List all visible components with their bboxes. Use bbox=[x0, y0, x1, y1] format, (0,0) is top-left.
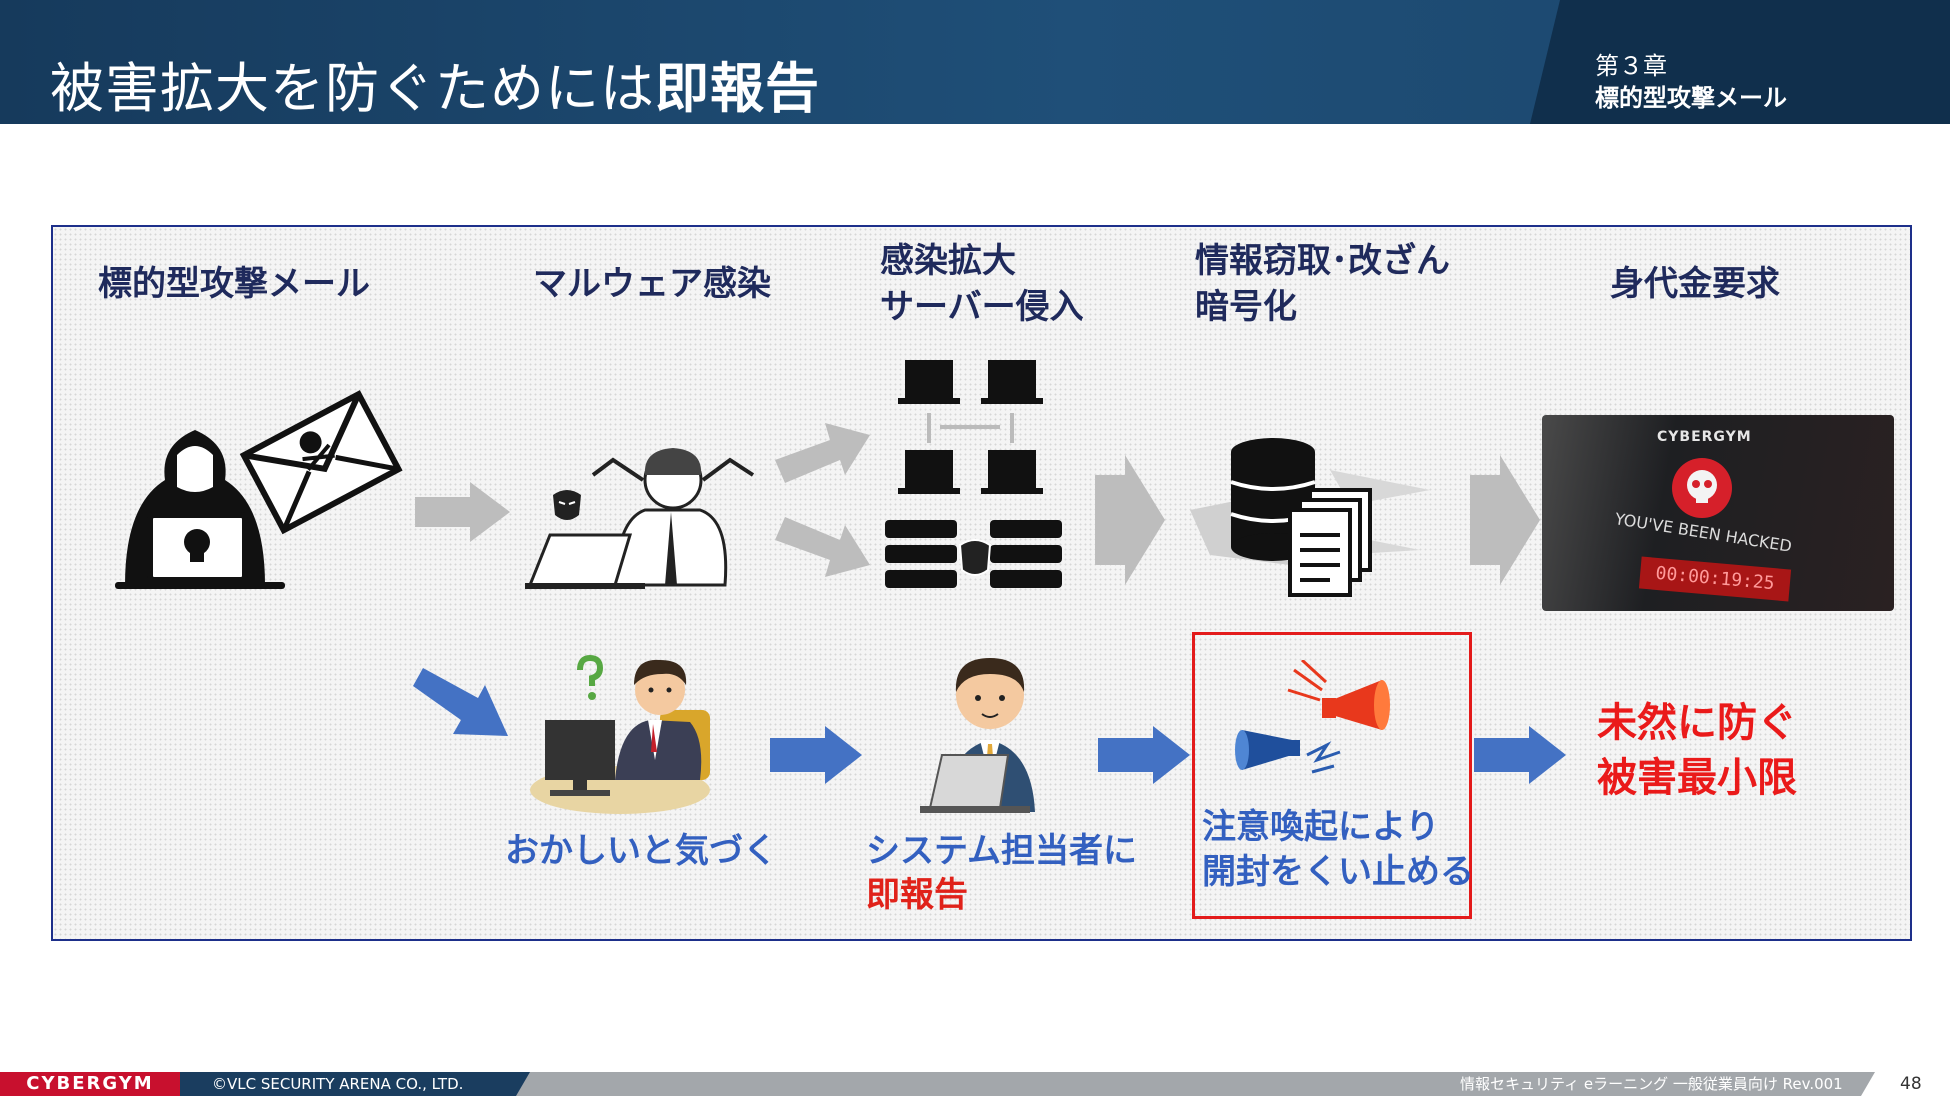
gray-arrow-icon bbox=[1095, 455, 1165, 585]
stage-label-spread-line2: サーバー侵入 bbox=[880, 287, 1084, 327]
ransom-screen-timer: 00:00:19:25 bbox=[1638, 556, 1792, 602]
report-label-line2: 即報告 bbox=[866, 875, 968, 915]
ransom-screen-brand: CYBERGYM bbox=[1657, 429, 1752, 445]
footer-copyright: ©VLC SECURITY ARENA CO., LTD. bbox=[212, 1075, 464, 1093]
noticing-user-icon bbox=[530, 654, 710, 814]
footer-course-name: 情報セキュリティ eラーニング 一般従業員向け Rev.001 bbox=[1460, 1075, 1843, 1093]
stage-label-malware-infection: マルウェア感染 bbox=[533, 264, 771, 304]
hacker-with-skull-email-icon bbox=[115, 390, 403, 589]
page-number: 48 bbox=[1900, 1074, 1922, 1094]
infected-user-icon bbox=[525, 448, 755, 589]
chapter-name: 標的型攻撃メール bbox=[1595, 84, 1787, 112]
system-admin-icon bbox=[920, 658, 1035, 813]
infected-network-servers-icon bbox=[885, 360, 1062, 588]
gray-arrow-icon bbox=[1470, 455, 1540, 585]
blue-arrow-icon bbox=[413, 668, 508, 736]
chapter-panel bbox=[1530, 0, 1950, 124]
stage-label-theft-line1: 情報窃取･改ざん bbox=[1195, 241, 1450, 281]
stage-label-targeted-email: 標的型攻撃メール bbox=[98, 264, 370, 304]
blue-arrow-icon bbox=[770, 726, 862, 784]
blue-arrow-icon bbox=[1474, 726, 1566, 784]
stage-label-ransom: 身代金要求 bbox=[1610, 264, 1780, 304]
gray-split-arrows-icon bbox=[775, 423, 870, 577]
result-label-line1: 未然に防ぐ bbox=[1597, 700, 1797, 746]
ransom-screen-icon: CYBERGYM YOU'VE BEEN HACKED 00:00:19:25 bbox=[1542, 415, 1894, 611]
gray-arrow-icon bbox=[415, 482, 510, 542]
slide-title-emphasis: 即報告 bbox=[655, 57, 820, 120]
blue-arrow-icon bbox=[1098, 726, 1190, 784]
skull-gear-icon bbox=[1672, 458, 1732, 518]
alert-highlight-frame bbox=[1192, 632, 1472, 919]
result-label-line2: 被害最小限 bbox=[1597, 755, 1797, 801]
footer-bar-dark bbox=[175, 1072, 530, 1096]
stage-label-theft-line2: 暗号化 bbox=[1195, 287, 1297, 327]
alert-label-line2: 開封をくい止める bbox=[1202, 852, 1474, 892]
footer-brand-logo: CYBERGYM bbox=[0, 1072, 180, 1096]
report-label-line1: システム担当者に bbox=[866, 831, 1137, 871]
megaphone-alert-icon bbox=[1235, 660, 1390, 774]
database-documents-icon bbox=[1190, 438, 1430, 597]
slide-title: 被害拡大を防ぐためには即報告 bbox=[50, 44, 820, 123]
stage-label-spread-line1: 感染拡大 bbox=[880, 241, 1016, 281]
chapter-number: 第３章 bbox=[1595, 52, 1667, 80]
notice-label: おかしいと気づく bbox=[505, 831, 777, 871]
alert-label-line1: 注意喚起により bbox=[1202, 807, 1440, 847]
slide-title-plain: 被害拡大を防ぐためには bbox=[50, 57, 655, 120]
slide-header bbox=[0, 0, 1950, 124]
